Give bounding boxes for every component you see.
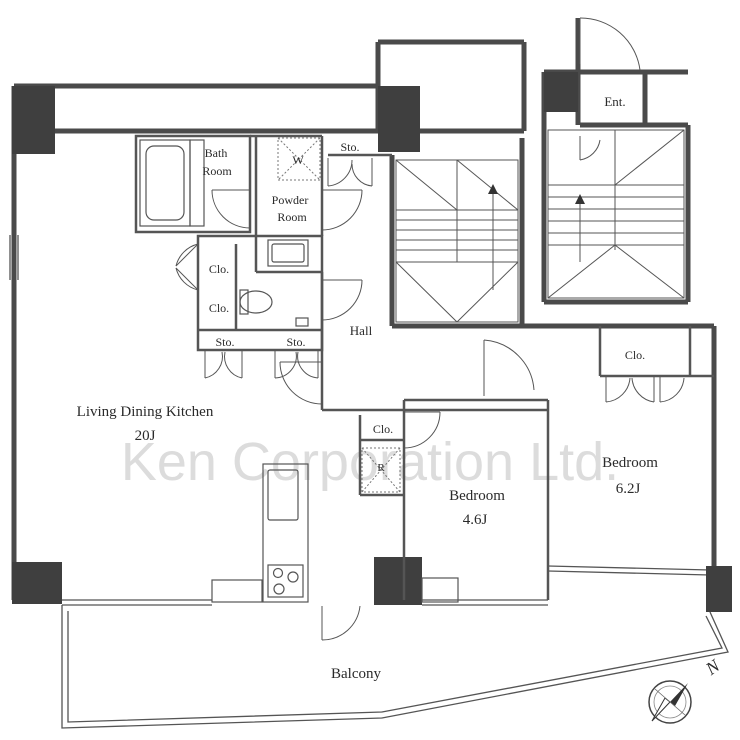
exterior-walls [11, 18, 717, 610]
bedroom2-label: Bedroom [602, 455, 658, 471]
closet-label-hall: Clo. [373, 422, 393, 436]
refrigerator-space [361, 447, 401, 493]
compass-icon [648, 680, 692, 724]
doors [175, 17, 685, 641]
washer-label: W [292, 153, 304, 167]
structural-columns [12, 72, 732, 612]
entrance-label: Ent. [604, 94, 625, 109]
bedroom1-label: Bedroom [449, 488, 505, 504]
living-dining-kitchen-label: Living Dining Kitchen [77, 404, 214, 420]
refrigerator-label: R [377, 462, 385, 474]
bedroom2-size: 6.2J [616, 481, 641, 497]
stairs-left [395, 159, 519, 323]
window-walls [9, 235, 711, 606]
bath-room-label-line2: Room [202, 164, 232, 178]
stairs-right-arrow [575, 194, 585, 204]
closet-label-bedroom2: Clo. [625, 348, 645, 362]
powder-room-label-line2: Room [277, 210, 307, 224]
bedroom1-size: 4.6J [463, 512, 488, 528]
powder-room-label-line1: Powder [272, 193, 309, 207]
storage-label-hall: Sto. [340, 140, 359, 154]
closet-label-ldk-2: Clo. [209, 301, 229, 315]
compass-north-label: N [701, 655, 724, 679]
storage-label-ldk-1: Sto. [215, 335, 234, 349]
balcony-label: Balcony [331, 666, 381, 682]
washbasin [267, 239, 309, 267]
hall-label: Hall [350, 323, 373, 338]
kitchen-counter [211, 463, 459, 603]
stairs-left-arrow [488, 184, 498, 194]
washer-space [277, 137, 321, 181]
interior-walls [134, 134, 714, 600]
toilet [239, 289, 309, 327]
living-dining-kitchen-size: 20J [135, 428, 156, 444]
storage-label-ldk-2: Sto. [286, 335, 305, 349]
stairs-right [547, 129, 685, 299]
bath-room-label-line1: Bath [205, 146, 228, 160]
closet-label-ldk-1: Clo. [209, 262, 229, 276]
bathtub [139, 139, 205, 227]
balcony-rail [61, 605, 729, 729]
